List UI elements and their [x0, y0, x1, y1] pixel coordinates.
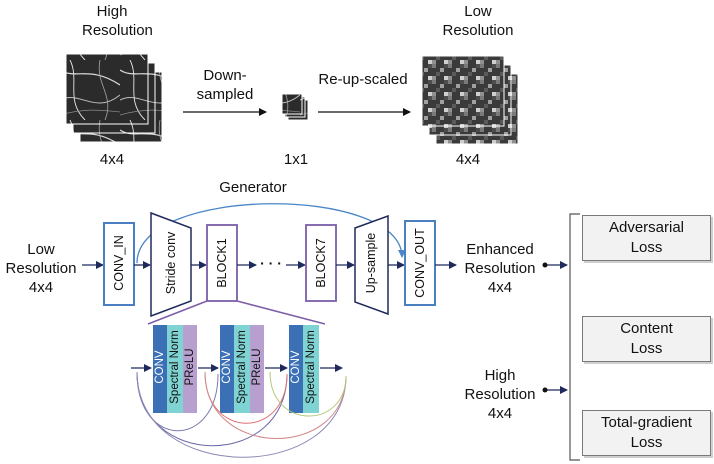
- block7-label: BLOCK7: [314, 238, 328, 288]
- spectral-text-2: Spectral Norm: [236, 330, 248, 404]
- mid-image-stack: [281, 93, 309, 121]
- stride-conv-block: [150, 211, 192, 318]
- loss-bracket: [569, 213, 580, 461]
- downsample-label: Down-sampled: [196, 67, 254, 103]
- block7: [305, 224, 337, 302]
- reupscale-label: Re-up-scaled: [318, 71, 408, 88]
- block1-label: BLOCK1: [215, 238, 229, 288]
- conv-text-2: CONV: [221, 350, 233, 384]
- conv-bar-2: [220, 325, 234, 413]
- conv-text-3: CONV: [290, 350, 302, 384]
- zoom-line-left: [147, 300, 208, 325]
- spectral-text-3: Spectral Norm: [305, 330, 317, 404]
- prelu-text-1: PReLU: [184, 348, 196, 386]
- mid-size: 1x1: [283, 151, 309, 168]
- lr-image-stack: [421, 55, 519, 145]
- enhanced-dot: [542, 262, 548, 268]
- conv-out-label: CONV_OUT: [413, 228, 427, 298]
- stride-conv-label: Stride conv: [164, 231, 178, 295]
- generator-title: Generator: [219, 179, 287, 196]
- prelu-bar-1: [183, 325, 197, 413]
- hr-size: 4x4: [99, 151, 125, 168]
- conv-in-label: CONV_IN: [112, 235, 126, 291]
- blocks-ellipsis: · · ·: [260, 255, 282, 271]
- prelu-bar-2: [250, 325, 264, 413]
- conv-in-block: [103, 222, 135, 306]
- lr-size: 4x4: [455, 151, 481, 168]
- conv-text-1: CONV: [154, 350, 166, 384]
- spectral-text-1: Spectral Norm: [169, 330, 181, 404]
- spectral-bar-3: [303, 325, 319, 413]
- conv-bar-1: [153, 325, 167, 413]
- upsample-label: Up-sample: [364, 232, 378, 294]
- conv-bar-3: [289, 325, 303, 413]
- spectral-bar-1: [167, 325, 183, 413]
- hr-dot: [542, 387, 548, 393]
- upsample-block: [354, 214, 389, 316]
- block1: [206, 224, 238, 302]
- block-detail: [131, 325, 347, 458]
- zoom-line-right: [236, 300, 326, 325]
- spectral-bar-2: [234, 325, 250, 413]
- hr-image-stack: [65, 53, 163, 143]
- conv-out-block: [404, 220, 436, 306]
- prelu-text-2: PReLU: [251, 348, 263, 386]
